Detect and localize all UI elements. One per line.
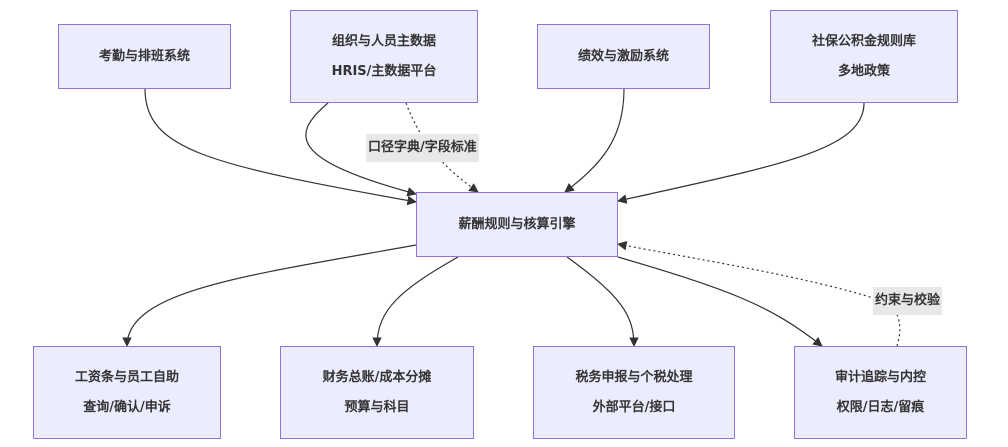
node-org-line-2: HRIS/主数据平台 <box>331 63 437 79</box>
node-audit-line-2: 权限/日志/留痕 <box>836 399 925 415</box>
node-attendance-line-1: 考勤与排班系统 <box>98 48 190 64</box>
edge-performance-to-engine <box>564 88 625 193</box>
edge-audit-to-engine-dotted <box>617 240 901 347</box>
node-payslip-line-2: 查询/确认/申诉 <box>83 399 171 415</box>
node-attendance[interactable]: 考勤与排班系统 <box>58 24 231 89</box>
node-org[interactable]: 组织与人员主数据 HRIS/主数据平台 <box>290 10 478 103</box>
node-audit[interactable]: 审计追踪与内控 权限/日志/留痕 <box>794 346 967 439</box>
node-engine[interactable]: 薪酬规则与核算引擎 <box>416 192 618 257</box>
node-payslip[interactable]: 工资条与员工自助 查询/确认/申诉 <box>33 346 221 439</box>
edge-engine-to-payslip <box>122 244 417 347</box>
node-payslip-line-1: 工资条与员工自助 <box>74 369 179 385</box>
node-tax-line-2: 外部平台/接口 <box>592 399 676 415</box>
edge-engine-to-tax <box>566 256 639 347</box>
edge-engine-to-finance <box>372 256 459 347</box>
edge-label-constraints: 约束与校验 <box>873 287 943 315</box>
node-performance-line-1: 绩效与激励系统 <box>577 48 669 64</box>
node-social-line-1: 社保公积金规则库 <box>811 33 916 49</box>
edge-engine-to-audit <box>617 256 823 347</box>
node-finance[interactable]: 财务总账/成本分摊 预算与科目 <box>280 346 474 439</box>
node-social-line-2: 多地政策 <box>837 63 890 79</box>
edge-org-to-engine <box>305 102 417 197</box>
edge-label-dictionary: 口径字典/字段标准 <box>366 134 479 162</box>
node-finance-line-1: 财务总账/成本分摊 <box>322 369 432 385</box>
node-tax[interactable]: 税务申报与个税处理 外部平台/接口 <box>533 346 735 439</box>
node-tax-line-1: 税务申报与个税处理 <box>575 369 693 385</box>
node-engine-line-1: 薪酬规则与核算引擎 <box>458 216 576 232</box>
node-performance[interactable]: 绩效与激励系统 <box>537 24 710 89</box>
node-audit-line-1: 审计追踪与内控 <box>834 369 926 385</box>
node-org-line-1: 组织与人员主数据 <box>331 33 436 49</box>
edge-social-to-engine <box>617 102 865 204</box>
node-social[interactable]: 社保公积金规则库 多地政策 <box>770 10 958 103</box>
edge-attendance-to-engine <box>144 88 417 206</box>
node-finance-line-2: 预算与科目 <box>344 399 410 415</box>
